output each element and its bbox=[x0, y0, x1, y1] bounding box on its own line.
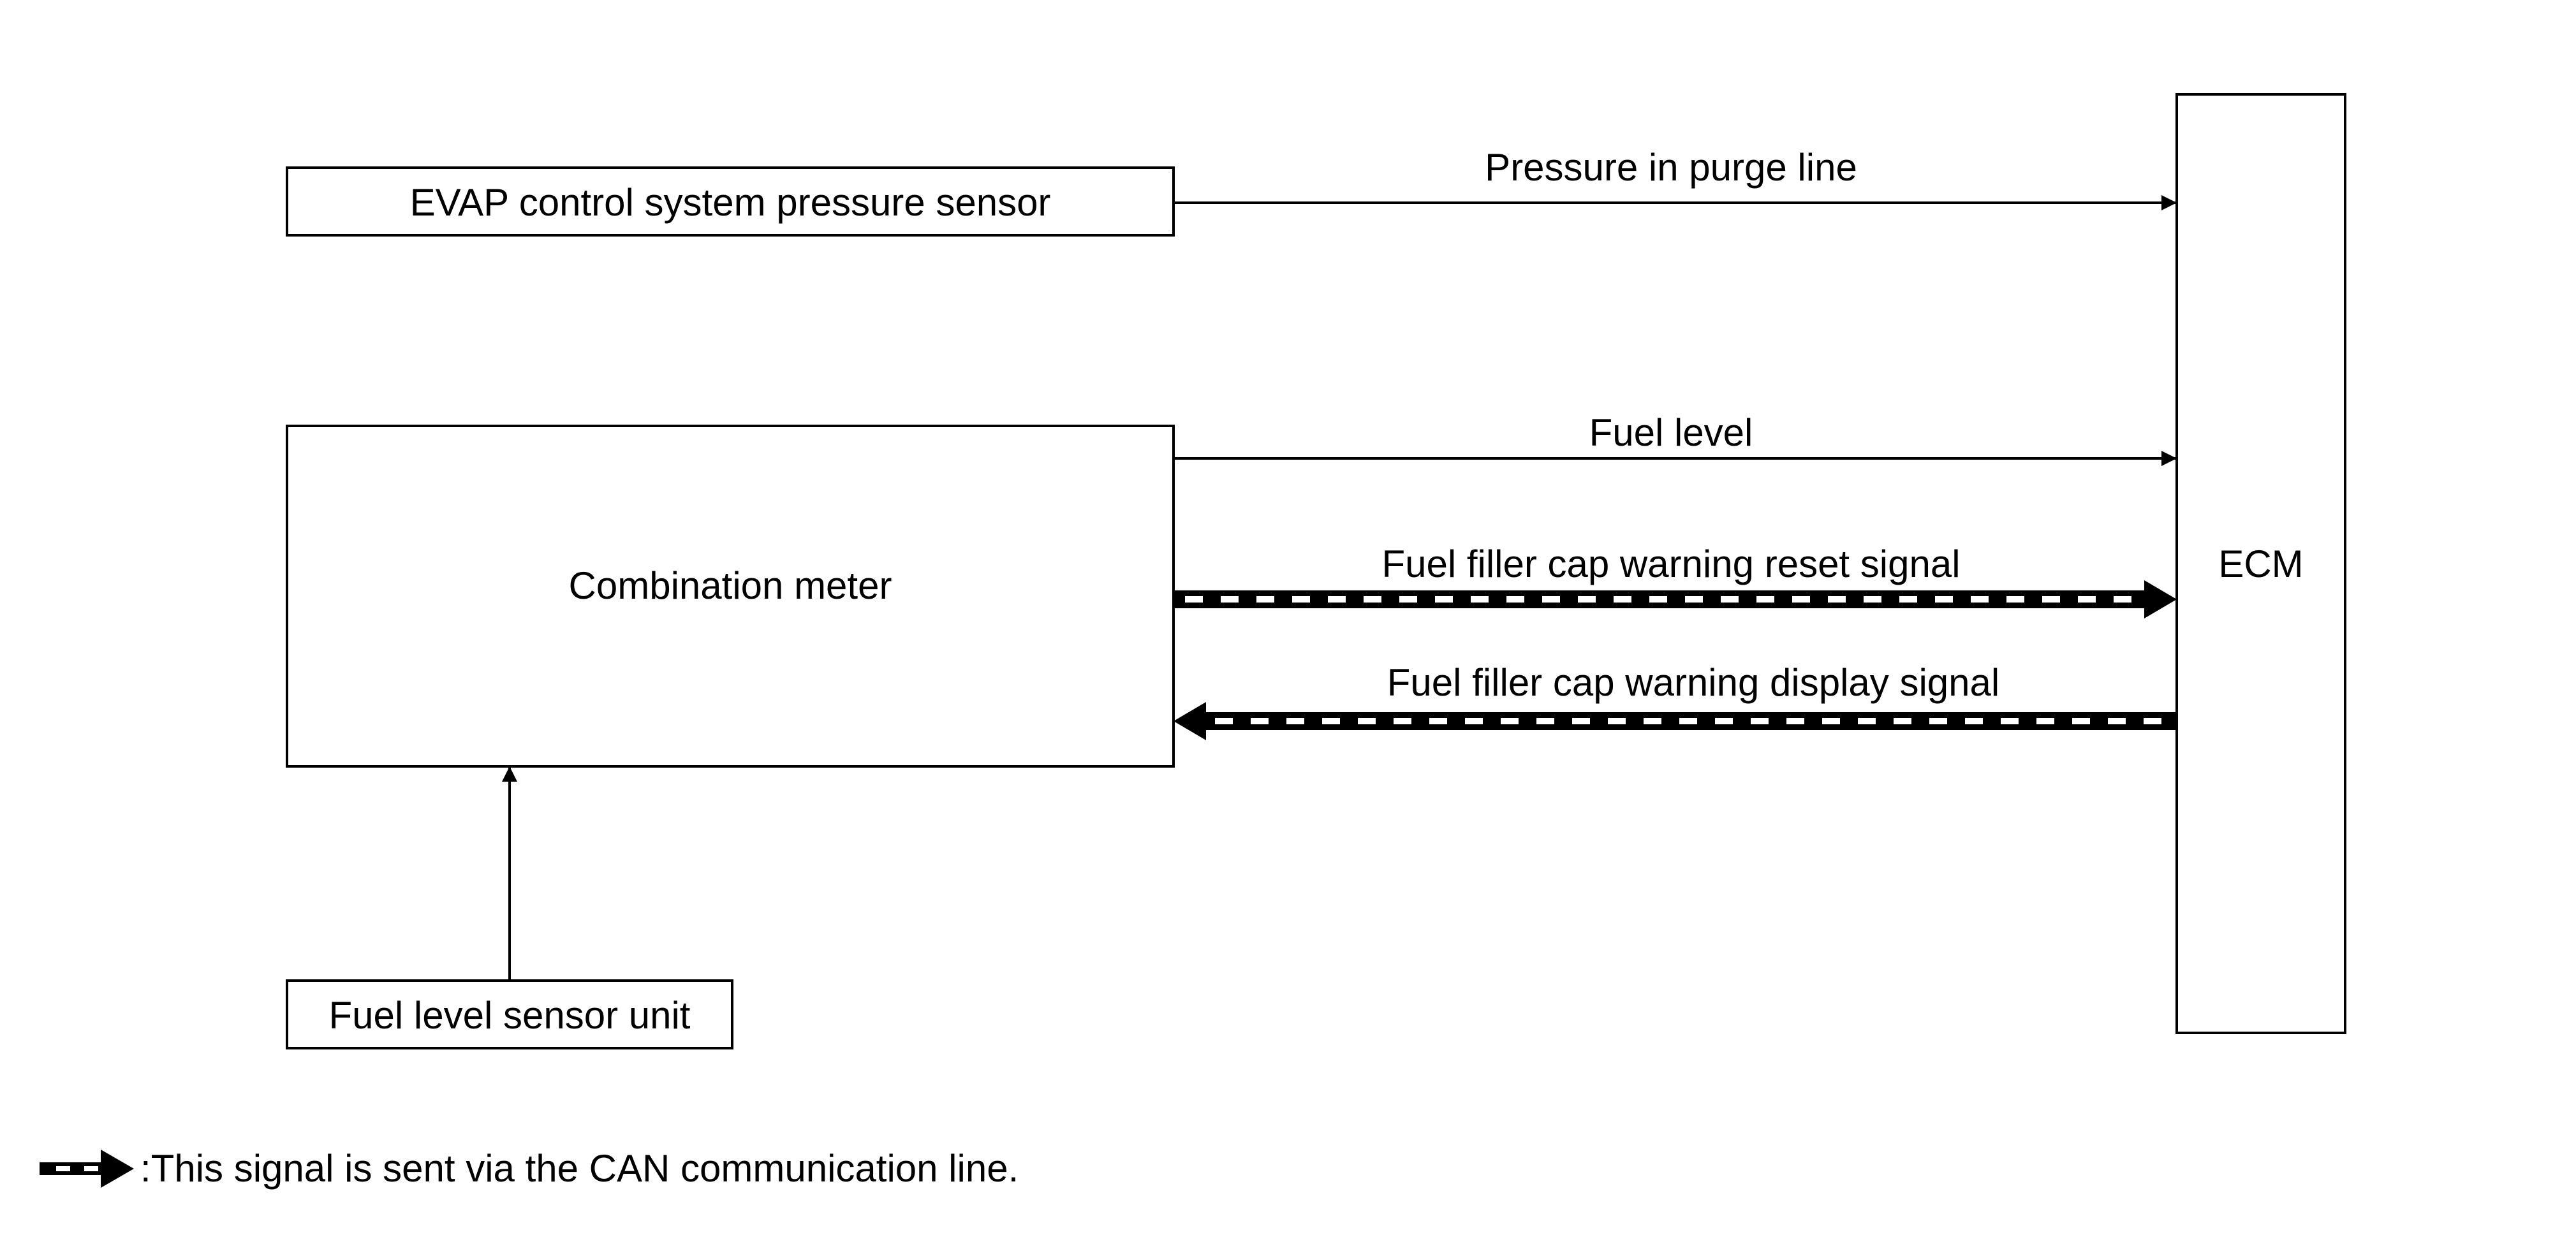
evap-sensor-label: EVAP control system pressure sensor bbox=[410, 181, 1051, 224]
evap-sensor-box bbox=[286, 166, 1175, 237]
legend: :This signal is sent via the CAN communi… bbox=[40, 1147, 1019, 1190]
reset-signal-arrowhead bbox=[2144, 580, 2177, 618]
pressure-in-purge-line-label: Pressure in purge line bbox=[1485, 146, 1857, 189]
fuel-level-connector: Fuel level bbox=[1174, 411, 2177, 466]
fuel-level-sensor-unit-node: Fuel level sensor unit bbox=[286, 979, 733, 1049]
legend-text: :This signal is sent via the CAN communi… bbox=[140, 1147, 1019, 1190]
can-line-legend-icon bbox=[40, 1150, 134, 1188]
combination-meter-box bbox=[286, 425, 1175, 768]
pressure-in-purge-line-connector: Pressure in purge line bbox=[1174, 146, 2177, 210]
combination-meter-label: Combination meter bbox=[569, 564, 892, 607]
fuel-filler-cap-warning-display-connector: Fuel filler cap warning display signal bbox=[1174, 661, 2177, 740]
display-signal-arrowhead bbox=[1174, 702, 1206, 740]
evap-sensor-node: EVAP control system pressure sensor bbox=[286, 166, 1175, 237]
ecm-box bbox=[2175, 93, 2346, 1034]
fuel-filler-cap-warning-display-label: Fuel filler cap warning display signal bbox=[1387, 661, 1999, 704]
fuel-filler-cap-warning-reset-connector: Fuel filler cap warning reset signal bbox=[1174, 543, 2177, 618]
fuel-level-sensor-unit-label: Fuel level sensor unit bbox=[329, 994, 691, 1037]
ecm-node: ECM bbox=[2175, 93, 2346, 1034]
ecm-label: ECM bbox=[2218, 543, 2303, 585]
combination-meter-node: Combination meter bbox=[286, 425, 1175, 768]
fuel-level-label: Fuel level bbox=[1589, 411, 1753, 454]
fuel-filler-cap-warning-reset-label: Fuel filler cap warning reset signal bbox=[1381, 543, 1960, 585]
